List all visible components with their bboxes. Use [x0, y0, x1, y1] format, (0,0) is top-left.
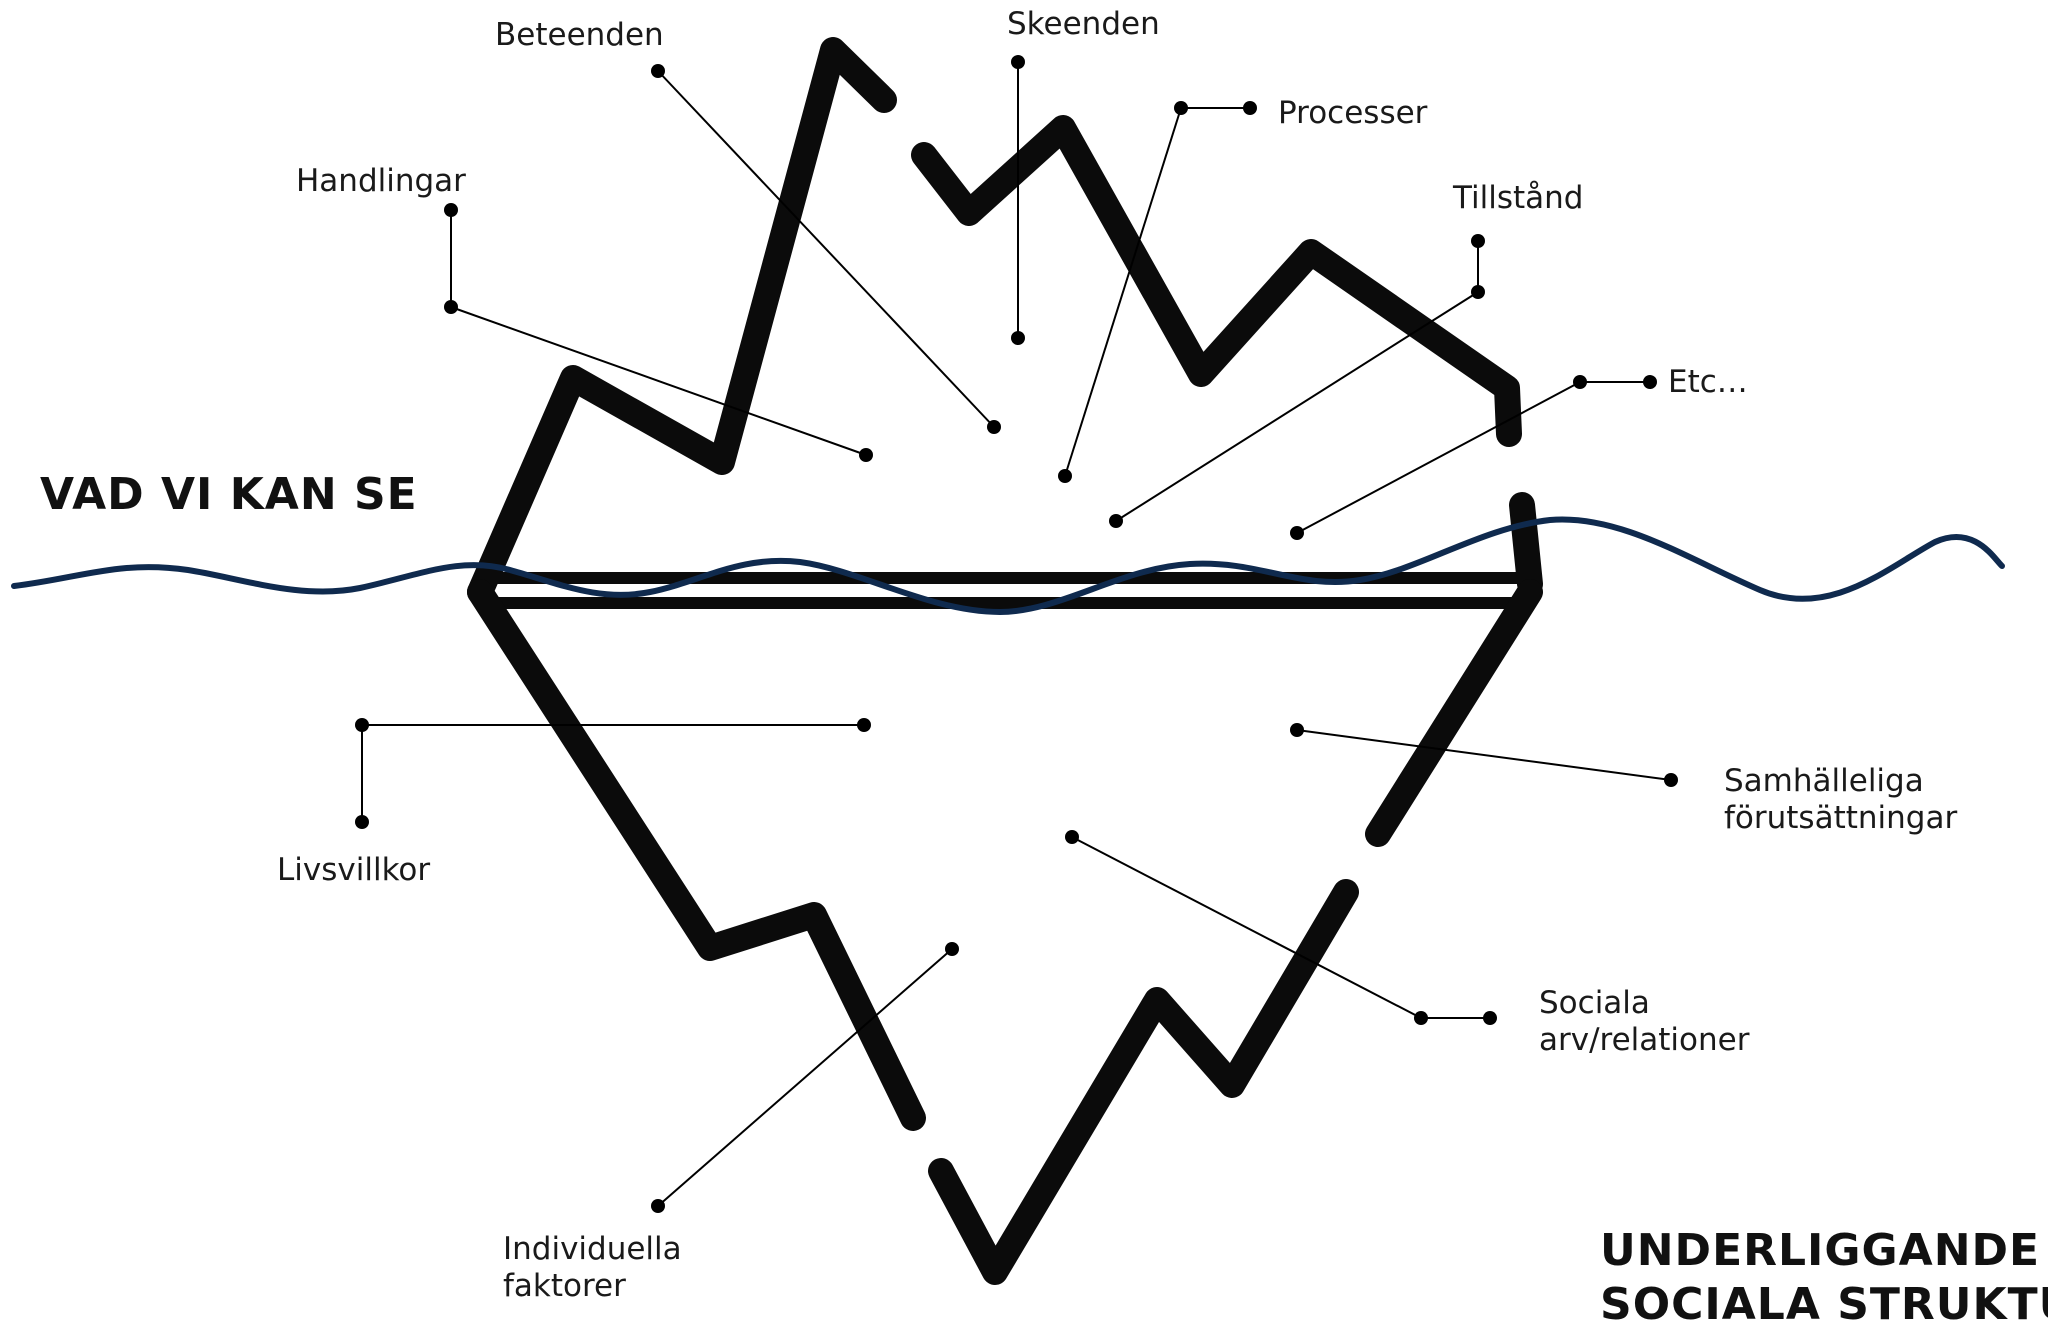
leader-line-individuella [657, 948, 953, 1207]
label-handlingar: Handlingar [296, 163, 466, 199]
label-individuella-line2: faktorer [503, 1268, 626, 1304]
leader-dot-sociala-end [1065, 830, 1079, 844]
label-skeenden: Skeenden [1007, 6, 1160, 42]
leader-individuella [651, 942, 959, 1213]
label-beteenden: Beteenden [495, 17, 664, 53]
leader-dot-beteenden-start [651, 64, 665, 78]
leader-dot-tillstand-end [1109, 514, 1123, 528]
leader-dot-sociala-elbow [1414, 1011, 1428, 1025]
leader-dot-processer-end [1058, 469, 1072, 483]
leader-dot-tillstand-elbow [1471, 285, 1485, 299]
iceberg-base-right-outline [1365, 579, 1543, 847]
leader-dot-sociala-label [1483, 1011, 1497, 1025]
label-tillstand: Tillstånd [1452, 180, 1583, 216]
leader-dot-livsvillkor-label [355, 815, 369, 829]
iceberg-tip-left-outline [467, 37, 897, 605]
leader-line-samhalleliga [1296, 729, 1672, 781]
leader-livsvillkor [355, 718, 871, 829]
leader-dot-individuella-label [651, 1199, 665, 1213]
leader-dot-samhalleliga-label [1664, 773, 1678, 787]
leaders [355, 55, 1678, 1213]
label-etc: Etc… [1668, 364, 1748, 400]
iceberg-base-left-outline [467, 579, 926, 1131]
leader-dot-etc-end [1290, 526, 1304, 540]
label-samhalleliga-line2: förutsättningar [1724, 800, 1957, 836]
iceberg-tip-right-outline [911, 115, 1522, 447]
water-wave [11, 516, 2005, 616]
leader-line-sociala [1071, 836, 1422, 1019]
iceberg-tip [467, 37, 1543, 605]
leader-dot-beteenden-end [987, 420, 1001, 434]
leader-dot-skeenden-end [1011, 331, 1025, 345]
leader-etc [1290, 375, 1657, 540]
leader-tillstand [1109, 234, 1485, 528]
leader-skeenden [1011, 55, 1025, 345]
label-samhalleliga-line1: Samhälleliga [1724, 763, 1924, 799]
leader-dot-processer-elbow [1174, 101, 1188, 115]
leader-line-beteenden [657, 70, 995, 428]
iceberg-base-bottom-outline [928, 879, 1359, 1285]
heading-underlying-line1: UNDERLIGGANDE [1600, 1225, 2040, 1276]
label-livsvillkor: Livsvillkor [277, 852, 430, 888]
iceberg-base [467, 579, 1543, 1285]
label-processer: Processer [1278, 95, 1428, 131]
leader-line-etc [1296, 381, 1581, 534]
leader-samhalleliga [1290, 723, 1678, 787]
leader-dot-tillstand-label [1471, 234, 1485, 248]
leader-line-handlingar [450, 306, 867, 456]
leader-line-tillstand [1115, 291, 1479, 522]
leader-dot-skeenden-start [1011, 55, 1025, 69]
heading-visible: VAD VI KAN SE [40, 469, 418, 520]
leader-dot-etc-elbow [1573, 375, 1587, 389]
heading-underlying-line2: SOCIALA STRUKTURER [1600, 1279, 2048, 1321]
leader-handlingar [444, 203, 873, 462]
leader-dot-handlingar-elbow [444, 300, 458, 314]
leader-dot-livsvillkor-end [857, 718, 871, 732]
leader-dot-livsvillkor-elbow [355, 718, 369, 732]
label-sociala-line1: Sociala [1539, 985, 1650, 1021]
leader-dot-individuella-end [945, 942, 959, 956]
leader-dot-etc-label [1643, 375, 1657, 389]
leader-processer [1058, 101, 1257, 483]
label-sociala-line2: arv/relationer [1539, 1022, 1750, 1058]
leader-dot-handlingar-end [859, 448, 873, 462]
iceberg-tip-right-edge [1509, 492, 1543, 597]
leader-line-processer [1064, 107, 1182, 477]
leader-dot-handlingar-label [444, 203, 458, 217]
leader-dot-samhalleliga-end [1290, 723, 1304, 737]
leader-dot-processer-label [1243, 101, 1257, 115]
leader-sociala [1065, 830, 1497, 1025]
label-individuella-line1: Individuella [503, 1231, 682, 1267]
waterline-bar [488, 572, 1524, 609]
leader-beteenden [651, 64, 1001, 434]
